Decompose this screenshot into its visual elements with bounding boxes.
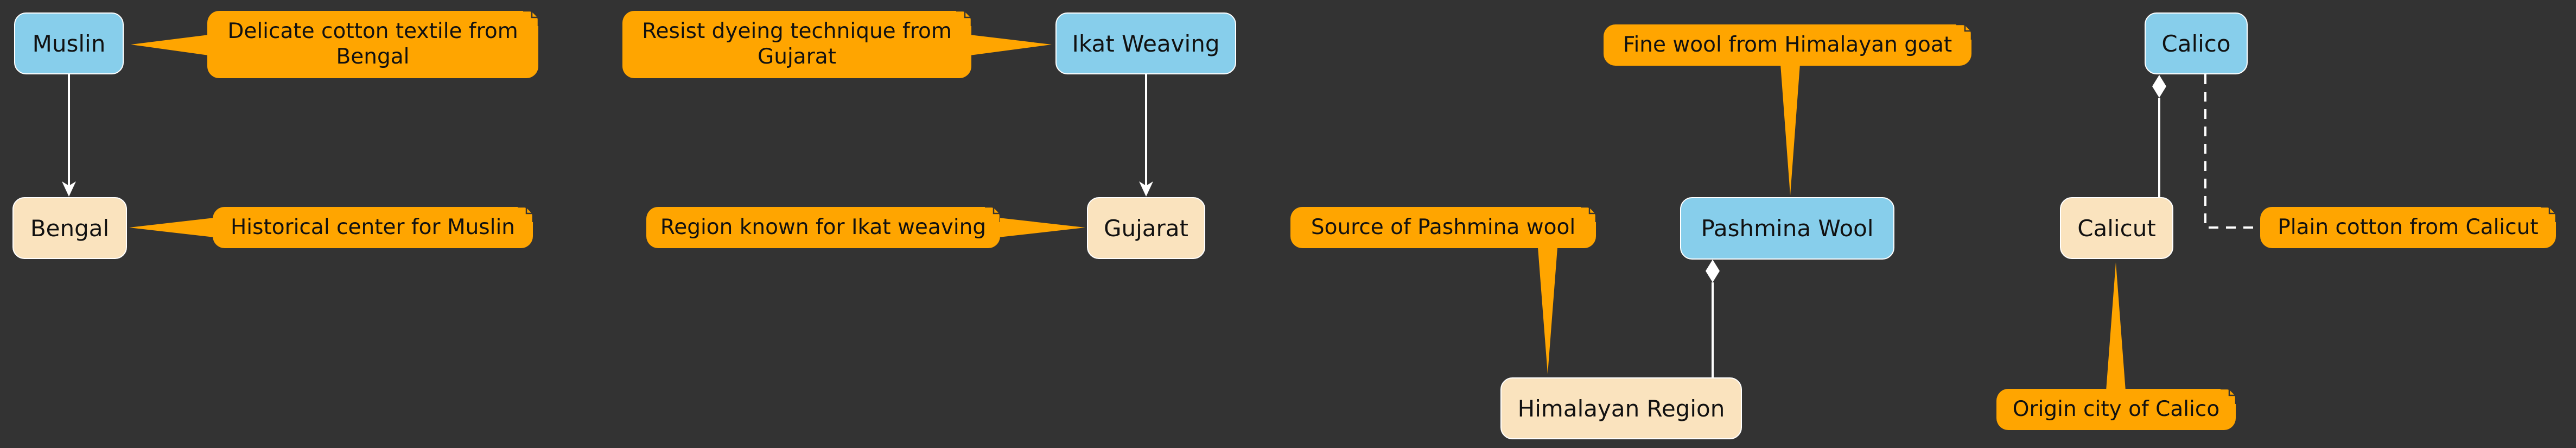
note-ikat-line1: Resist dyeing technique from <box>642 19 952 44</box>
note-ikat-weaving: Resist dyeing technique from Gujarat <box>622 11 971 78</box>
place-node-bengal[interactable]: Bengal <box>12 197 127 259</box>
note-ikat-line2: Gujarat <box>758 45 836 69</box>
place-node-calicut[interactable]: Calicut <box>2060 197 2173 259</box>
edge-pashmina-himalayan-diamond <box>1706 260 1720 282</box>
note-fold-icon <box>956 11 971 26</box>
himalayan-note-pointer <box>1538 248 1557 374</box>
note-fold-icon <box>2541 207 2556 222</box>
note-pashmina-wool: Fine wool from Himalayan goat <box>1604 24 1971 66</box>
edge-ikat-gujarat-arrowhead <box>1139 181 1153 197</box>
note-fold-icon <box>523 11 538 26</box>
bengal-note-pointer <box>129 218 214 237</box>
edge-muslin-bengal-arrowhead <box>62 181 76 197</box>
calicut-note-pointer <box>2106 262 2126 391</box>
place-node-gujarat[interactable]: Gujarat <box>1087 197 1205 259</box>
note-muslin: Delicate cotton textile from Bengal <box>207 11 538 78</box>
muslin-note-pointer <box>131 35 209 55</box>
note-fold-icon <box>1581 207 1596 222</box>
edge-calico-note-dashed <box>2204 74 2262 229</box>
textile-node-ikat-weaving[interactable]: Ikat Weaving <box>1055 12 1236 74</box>
note-calico: Plain cotton from Calicut <box>2260 207 2556 248</box>
note-fold-icon <box>1956 24 1971 40</box>
edge-calico-calicut-diamond <box>2152 75 2166 98</box>
note-bengal: Historical center for Muslin <box>213 207 533 248</box>
place-node-himalayan-region[interactable]: Himalayan Region <box>1500 377 1742 439</box>
pashmina-note-pointer <box>1780 64 1800 195</box>
textile-node-muslin[interactable]: Muslin <box>14 12 124 74</box>
note-fold-icon <box>518 207 533 222</box>
gujarat-note-pointer <box>998 218 1085 237</box>
note-muslin-line1: Delicate cotton textile from <box>227 19 518 44</box>
note-calicut: Origin city of Calico <box>1996 389 2236 430</box>
note-fold-icon <box>2221 389 2236 404</box>
note-fold-icon <box>985 207 1000 222</box>
note-muslin-line2: Bengal <box>336 45 410 69</box>
note-gujarat: Region known for Ikat weaving <box>646 207 1000 248</box>
ikat-note-pointer <box>970 35 1052 55</box>
note-himalayan-region: Source of Pashmina wool <box>1290 207 1596 248</box>
textile-node-calico[interactable]: Calico <box>2145 12 2248 74</box>
textile-node-pashmina-wool[interactable]: Pashmina Wool <box>1680 197 1894 260</box>
